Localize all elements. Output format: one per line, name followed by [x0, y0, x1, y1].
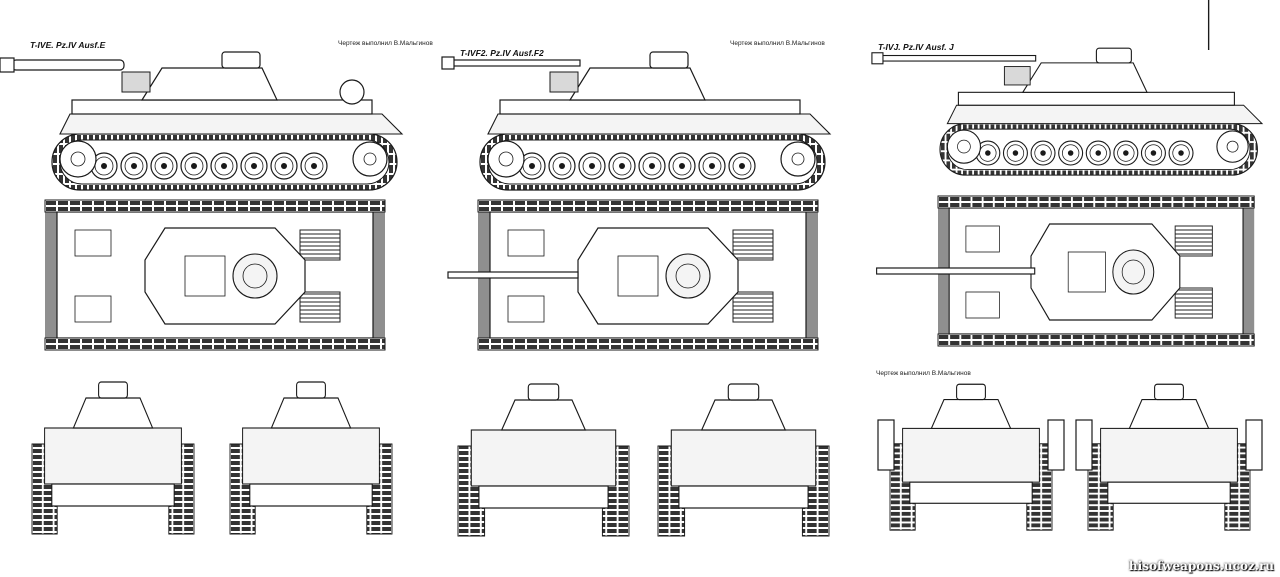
panel-2-credit: Чертеж выполнил В.Мальгинов [730, 40, 825, 47]
panel-ausf-j-side-view [871, 0, 1262, 175]
watermark: hisofweapons.ucoz.ru [1128, 559, 1274, 573]
panel-1-credit: Чертеж выполнил В.Мальгинов [338, 40, 433, 47]
panel-ausf-e-rear-view [229, 381, 393, 535]
panel-ausf-f2-top-view [447, 199, 819, 351]
panel-ausf-f2-rear-view [657, 383, 830, 537]
panel-ausf-j-top-view [876, 195, 1255, 347]
panel-ausf-j-front-view [877, 383, 1065, 531]
panel-2-title: T-IVF2. Pz.IV Ausf.F2 [460, 48, 544, 58]
panel-ausf-e-side-view [0, 52, 402, 190]
panel-3-credit: Чертеж выполнил В.Мальгинов [876, 370, 971, 377]
panel-3-title: T-IVJ. Pz.IV Ausf. J [878, 42, 954, 52]
panel-1-title: T-IVE. Pz.IV Ausf.E [30, 40, 106, 50]
panel-ausf-j-rear-view [1075, 383, 1263, 531]
panel-ausf-e-top-view [44, 199, 386, 351]
panel-ausf-f2-front-view [457, 383, 630, 537]
panel-ausf-f2-side-view [441, 52, 830, 190]
panel-ausf-e-front-view [31, 381, 195, 535]
